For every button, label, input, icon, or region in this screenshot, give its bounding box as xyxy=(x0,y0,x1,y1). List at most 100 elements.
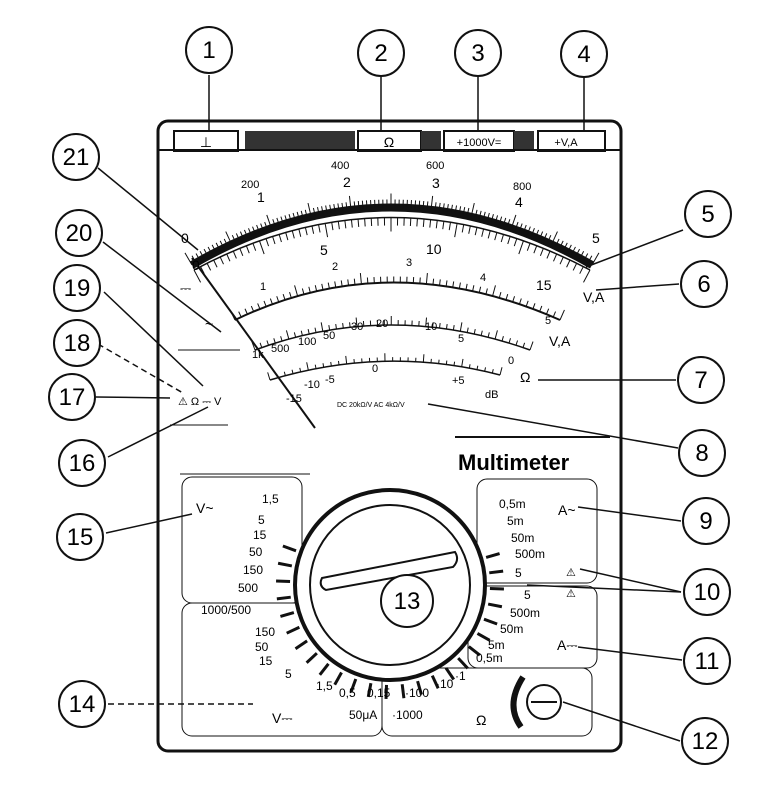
scale-tick xyxy=(416,218,418,227)
scale-tick xyxy=(285,330,290,340)
dial-tick xyxy=(444,667,455,681)
dial-tick xyxy=(483,617,498,626)
db-scale-arc xyxy=(269,360,501,381)
scale-tick xyxy=(474,227,478,236)
scale-tick xyxy=(232,250,237,259)
sensitivity-text: DC 20kΩ/V AC 4kΩ/V xyxy=(337,402,405,409)
scale-second-4: 4 xyxy=(480,272,486,284)
scale-tick xyxy=(357,200,360,210)
scale-tick xyxy=(492,285,496,297)
callout-11-circle xyxy=(683,637,731,685)
scale-top-1: 1 xyxy=(257,189,265,205)
scale-second-unit: V,A xyxy=(549,333,571,349)
scale-tick xyxy=(453,361,456,366)
ohm-x1000: ·1000 xyxy=(392,708,423,722)
scale-tick xyxy=(491,369,494,374)
scale-tick xyxy=(219,256,224,265)
ohm-scale-arc xyxy=(254,324,531,351)
scale-tick xyxy=(328,325,331,331)
scale-tick xyxy=(546,250,551,259)
callout-4-circle xyxy=(560,30,608,78)
scale-tick xyxy=(439,323,441,329)
callout-3-circle xyxy=(454,29,502,77)
scale-tick xyxy=(264,221,268,230)
scale-tick xyxy=(486,212,490,221)
scale-tick xyxy=(321,283,324,290)
va-label: +V,A xyxy=(554,137,578,149)
scale-tick xyxy=(535,229,540,238)
v-ac-5: 5 xyxy=(258,513,265,527)
scale-tick xyxy=(512,296,516,303)
v-dc-label: V⎓ xyxy=(272,710,293,726)
scale-tick xyxy=(438,202,441,211)
scale-top-3: 3 xyxy=(432,175,440,191)
scale-tick xyxy=(583,269,591,283)
a-ac-50m: 50m xyxy=(511,531,534,545)
scale-tick xyxy=(353,201,356,210)
scale-tick xyxy=(522,342,526,348)
scale-tick xyxy=(571,246,576,255)
scale-tick xyxy=(476,365,479,370)
scale-tick xyxy=(494,330,498,340)
scale-tick xyxy=(248,228,252,236)
scale-tick xyxy=(458,206,462,215)
zero-adjust-arc xyxy=(510,675,526,729)
callout-6-label: 6 xyxy=(697,271,710,298)
scale-tick xyxy=(432,322,434,328)
scale-tick xyxy=(505,293,509,300)
a-ac-500m: 500m xyxy=(515,547,545,561)
scale-tick xyxy=(575,248,581,257)
a-dc-5m: 5m xyxy=(488,638,505,652)
scale-tick xyxy=(289,291,292,299)
scale-tick xyxy=(239,231,245,240)
meter-needle xyxy=(191,257,316,429)
scale-tick xyxy=(468,364,471,369)
scale-tick xyxy=(445,323,448,330)
main-scale-arc xyxy=(189,203,594,269)
scale-upper-400: 400 xyxy=(331,160,349,172)
callout-9-label: 9 xyxy=(699,508,712,535)
scale-tick xyxy=(235,233,241,241)
dial-tick xyxy=(476,632,491,642)
v-dc-0-15: 0,15 xyxy=(367,686,391,700)
rotary-knob-pointer[interactable] xyxy=(319,550,459,592)
v-dc-15: 15 xyxy=(259,654,273,668)
scale-tick xyxy=(269,298,273,305)
dial-tick xyxy=(366,682,373,698)
scale-top-4: 4 xyxy=(515,194,523,210)
a-ac-label: A~ xyxy=(558,502,576,518)
a-dc-50m: 50m xyxy=(500,622,523,636)
black-band-2 xyxy=(421,131,441,151)
scale-tick xyxy=(566,259,571,268)
v-ac-150: 150 xyxy=(243,563,263,577)
scale-tick xyxy=(329,204,332,213)
scale-tick xyxy=(487,230,491,239)
dial-tick xyxy=(400,684,406,699)
second-scale-ticks xyxy=(229,273,565,321)
scale-tick xyxy=(499,367,503,376)
ohm-0: 0 xyxy=(508,355,514,367)
v-dc-150: 150 xyxy=(255,625,275,639)
scale-tick xyxy=(466,327,469,333)
scale-tick xyxy=(465,283,468,290)
scale-tick xyxy=(321,206,324,215)
dial-tick xyxy=(333,671,343,686)
scale-main-5: 5 xyxy=(320,242,328,258)
callout-13-circle xyxy=(380,574,434,628)
scale-tick xyxy=(334,281,337,288)
ohm-range-label: Ω xyxy=(476,712,486,728)
scale-tick xyxy=(583,253,589,261)
scale-tick xyxy=(552,311,557,318)
callout-7-label: 7 xyxy=(694,367,707,394)
callout-3-label: 3 xyxy=(471,40,484,67)
scale-tick xyxy=(498,291,502,298)
scale-tick xyxy=(442,203,445,212)
db-minus10: -10 xyxy=(304,379,320,391)
scale-tick xyxy=(482,211,486,220)
v-ac-500: 500 xyxy=(238,581,258,595)
scale-tick xyxy=(478,286,482,293)
dial-tick xyxy=(286,625,301,635)
scale-tick xyxy=(257,303,261,310)
